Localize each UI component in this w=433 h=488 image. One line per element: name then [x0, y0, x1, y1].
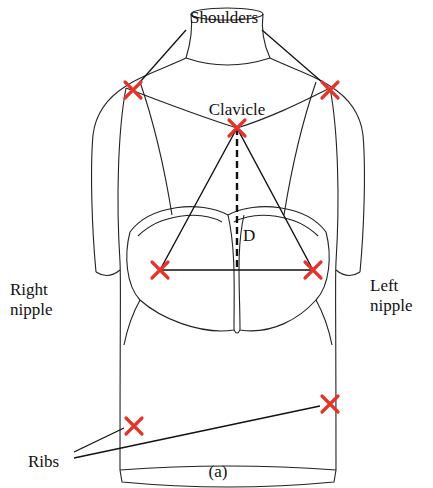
- part-label: Shoulders: [190, 8, 258, 28]
- figure-caption: (a): [209, 462, 228, 482]
- part-label: Ribs: [28, 452, 59, 472]
- part-label: Right nipple: [10, 280, 62, 321]
- part-label: Clavicle: [209, 100, 266, 120]
- dimension-label: D: [243, 226, 255, 246]
- part-label: Left nipple: [370, 276, 422, 317]
